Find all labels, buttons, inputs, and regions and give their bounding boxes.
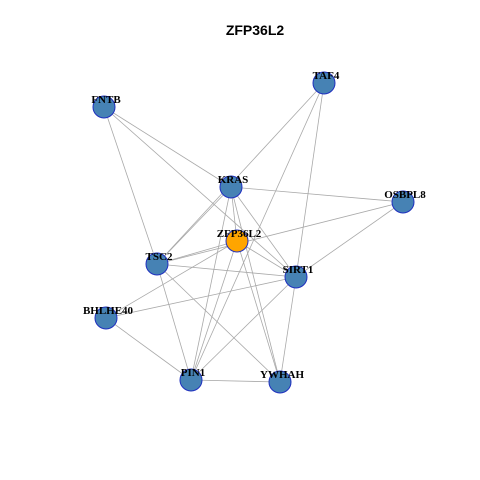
node-circle-bhlhe40 [94, 306, 118, 330]
edge-zfp36l2-ywhah [236, 240, 281, 383]
node-kras: KRAS [218, 174, 249, 199]
node-label-kras: KRAS [218, 174, 249, 186]
edge-zfp36l2-pin1 [190, 240, 238, 381]
node-osbpl8: OSBPL8 [384, 189, 426, 214]
edge-tsc2-ywhah [156, 263, 281, 383]
node-circle-tsc2 [145, 252, 169, 276]
edge-fntb-sirt1 [103, 106, 297, 278]
edge-sirt1-pin1 [190, 276, 297, 381]
node-circle-taf4 [312, 71, 336, 95]
node-label-pin1: PIN1 [181, 367, 205, 379]
edge-zfp36l2-tsc2 [156, 240, 238, 265]
node-label-tsc2: TSC2 [146, 251, 173, 263]
node-ywhah: YWHAH [260, 369, 304, 394]
node-circle-fntb [92, 95, 116, 119]
edge-zfp36l2-sirt1 [236, 240, 297, 278]
node-taf4: TAF4 [312, 70, 340, 95]
node-label-bhlhe40: BHLHE40 [83, 305, 134, 317]
node-label-osbpl8: OSBPL8 [384, 189, 426, 201]
edge-fntb-tsc2 [103, 106, 158, 265]
node-label-fntb: FNTB [91, 94, 121, 106]
node-tsc2: TSC2 [145, 251, 173, 276]
node-zfp36l2: ZFP36L2 [217, 228, 262, 253]
node-circle-osbpl8 [391, 190, 415, 214]
node-circle-sirt1 [284, 265, 308, 289]
graph-title: ZFP36L2 [226, 22, 285, 38]
edge-tsc2-pin1 [156, 263, 192, 381]
edge-kras-tsc2 [156, 186, 232, 265]
edge-tsc2-sirt1 [156, 263, 297, 278]
node-bhlhe40: BHLHE40 [83, 305, 134, 330]
edge-taf4-sirt1 [295, 82, 325, 278]
node-fntb: FNTB [91, 94, 121, 119]
node-label-zfp36l2: ZFP36L2 [217, 228, 262, 240]
node-circle-ywhah [268, 370, 292, 394]
edge-sirt1-bhlhe40 [105, 276, 297, 319]
node-pin1: PIN1 [179, 367, 205, 392]
node-label-sirt1: SIRT1 [283, 264, 314, 276]
node-label-ywhah: YWHAH [260, 369, 304, 381]
edge-pin1-ywhah [190, 379, 281, 383]
edge-kras-sirt1 [230, 186, 297, 278]
node-circle-kras [219, 175, 243, 199]
edge-fntb-kras [103, 106, 232, 188]
node-circle-zfp36l2 [225, 229, 249, 253]
edge-bhlhe40-pin1 [105, 317, 192, 381]
edge-osbpl8-sirt1 [295, 201, 404, 278]
node-circle-pin1 [179, 368, 203, 392]
edge-zfp36l2-bhlhe40 [105, 240, 238, 319]
node-sirt1: SIRT1 [283, 264, 314, 289]
edge-taf4-pin1 [190, 82, 325, 381]
node-label-taf4: TAF4 [313, 70, 340, 82]
edge-osbpl8-tsc2 [156, 201, 404, 265]
edge-sirt1-ywhah [279, 276, 297, 383]
edge-kras-ywhah [230, 186, 281, 383]
edge-kras-pin1 [190, 186, 232, 381]
edge-kras-osbpl8 [230, 186, 404, 203]
edge-taf4-tsc2 [156, 82, 325, 265]
